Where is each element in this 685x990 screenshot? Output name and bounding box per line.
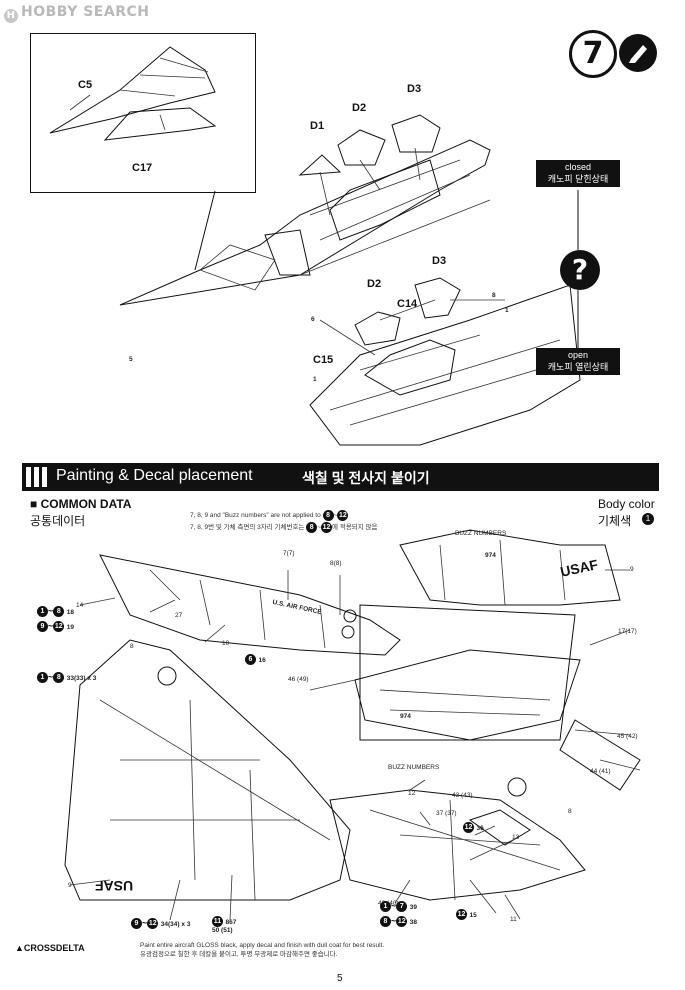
callout-45: 45 (42) — [617, 733, 638, 740]
buzz-numbers-top: BUZZ NUMBERS — [455, 530, 507, 537]
legend-1-7-39: 1~7 39 — [380, 901, 417, 913]
callout-9-bottom: 9 — [68, 882, 72, 889]
callout-8-top: 8(8) — [330, 560, 342, 567]
marker-1-right: 1 — [505, 307, 509, 314]
legend-12-15: 12 15 — [456, 909, 477, 921]
legend-1-8-33: 1~8 33(33) x 3 — [37, 672, 96, 684]
callout-10: 10 — [222, 640, 230, 647]
crossdelta-logo: ▲CROSSDELTA — [15, 943, 85, 953]
body-color-label-kr: 기체색 — [598, 514, 632, 528]
buzz-numbers-bottom: BUZZ NUMBERS — [388, 764, 440, 771]
header-stripes — [26, 467, 48, 487]
callout-7: 7(7) — [283, 550, 295, 557]
final-note: Paint entire aircraft GLOSS black, apply… — [140, 942, 385, 958]
common-data-label-kr: 공통데이터 — [30, 514, 86, 528]
part-label-c5: C5 — [78, 79, 93, 91]
usaf-marking-bottom: USAF — [95, 878, 134, 894]
closed-label-kr: 캐노피 닫힌상태 — [547, 174, 609, 184]
detail-inset-box — [30, 33, 256, 193]
part-label-d3-open: D3 — [432, 255, 447, 267]
open-label: open — [567, 350, 589, 360]
part-label-d2-open: D2 — [367, 278, 382, 290]
buzz-974-bottom: 974 — [400, 713, 411, 720]
legend-6-16: 6 16 — [245, 654, 266, 666]
closed-label: closed — [564, 162, 591, 172]
hobby-search-logo-icon: H — [4, 9, 18, 23]
marker-5: 5 — [129, 356, 133, 363]
common-data-label: ■ COMMON DATA — [30, 497, 132, 511]
marker-8: 8 — [492, 292, 496, 299]
callout-11: 11 — [510, 916, 517, 923]
page-number: 5 — [337, 973, 343, 984]
callout-12: 12 — [408, 790, 416, 797]
body-color-label: Body color — [598, 497, 655, 511]
body-color-badge: 1 — [642, 513, 654, 525]
part-label-d3: D3 — [407, 83, 422, 95]
glue-icon — [619, 34, 657, 72]
part-label-c14: C14 — [397, 298, 418, 310]
note-line-1: 7, 8, 9 and "Buzz numbers" are not appli… — [190, 510, 349, 521]
buzz-974-top: 974 — [485, 552, 496, 559]
open-tag: open 캐노피 열린상태 — [536, 348, 620, 375]
closed-tag: closed 캐노피 닫힌상태 — [536, 160, 620, 187]
callout-27: 27 — [175, 612, 183, 619]
callout-8-right: 8 — [568, 808, 572, 815]
marker-6: 6 — [311, 316, 315, 323]
open-label-kr: 캐노피 열린상태 — [547, 362, 609, 372]
callout-14: 14 — [76, 602, 84, 609]
marker-1-left: 1 — [313, 376, 317, 383]
callout-46: 46 (49) — [288, 676, 309, 683]
legend-12-36: 12 36 — [463, 822, 484, 834]
callout-17: 17(17) — [618, 628, 637, 635]
step-number: 7 — [569, 30, 617, 78]
legend-1-8-18: 1~8 18 — [37, 606, 74, 618]
callout-8-left: 8 — [130, 643, 134, 650]
callout-43: 43 (43) — [452, 792, 473, 799]
question-icon: ? — [560, 250, 600, 290]
part-label-c15: C15 — [313, 354, 334, 366]
callout-13: 13 — [512, 834, 520, 841]
part-label-c17: C17 — [132, 162, 153, 174]
legend-9-12-34: 9~12 34(34) x 3 — [131, 918, 190, 930]
callout-37: 37 (37) — [436, 810, 457, 817]
legend-8-12-38: 8~12 38 — [380, 916, 417, 928]
painting-section-header: Painting & Decal placement 색칠 및 전사지 붙이기 — [22, 463, 659, 491]
painting-title: Painting & Decal placement — [56, 467, 253, 484]
part-label-d1: D1 — [310, 120, 325, 132]
legend-9-12-19: 9~12 19 — [37, 621, 74, 633]
callout-44: 44 (41) — [590, 768, 611, 775]
painting-title-kr: 색칠 및 전사지 붙이기 — [302, 470, 430, 486]
callout-9-top: 9 — [630, 566, 634, 573]
part-label-d2: D2 — [352, 102, 367, 114]
